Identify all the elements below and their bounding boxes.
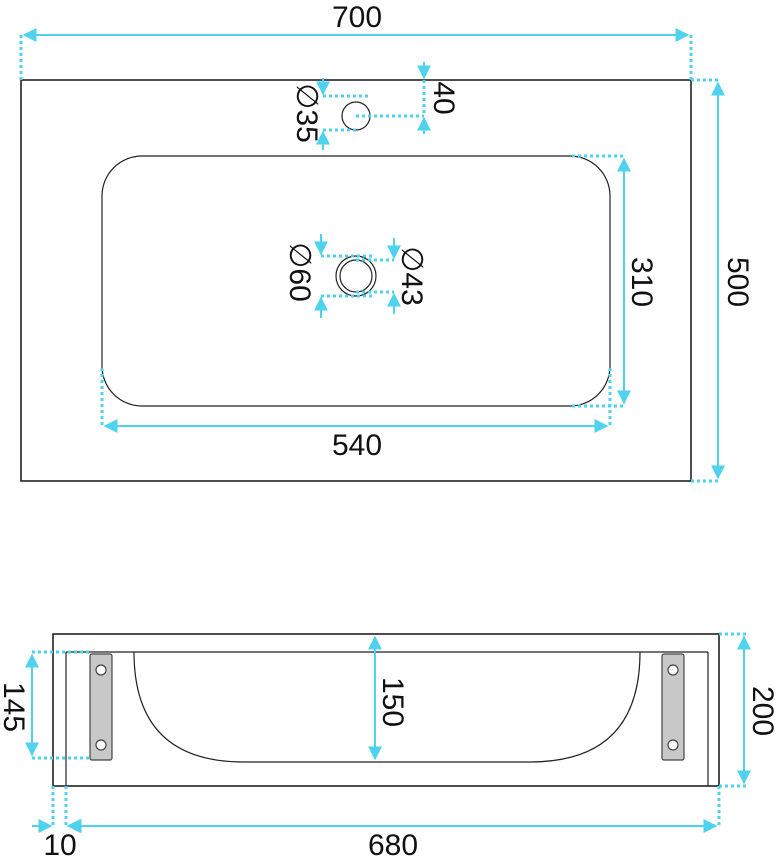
dimension-bowl-depth: 310 bbox=[572, 154, 658, 408]
dimension-overall-depth: 500 bbox=[691, 78, 754, 483]
dimension-bowl-height: 150 bbox=[368, 635, 409, 761]
label-overall-height: 200 bbox=[746, 686, 779, 736]
countertop-outline bbox=[20, 79, 692, 482]
front-outline bbox=[52, 633, 720, 787]
label-inner-width: 680 bbox=[368, 829, 418, 861]
label-drain-outer: ∅60 bbox=[283, 242, 316, 302]
dimension-overall-width: 700 bbox=[19, 1, 693, 80]
top-view: 700 500 540 310 ∅35 bbox=[19, 1, 754, 483]
label-tap-hole-offset: 40 bbox=[427, 81, 460, 114]
left-bracket-hole-bottom bbox=[95, 739, 107, 751]
label-bracket-height: 145 bbox=[0, 682, 30, 732]
label-bowl-height: 150 bbox=[376, 677, 409, 727]
label-side-offset: 10 bbox=[43, 829, 76, 861]
front-bowl-profile bbox=[133, 651, 641, 763]
bowl-outline bbox=[101, 155, 611, 407]
dimension-overall-height: 200 bbox=[719, 632, 779, 788]
left-bracket bbox=[89, 653, 113, 761]
label-drain-inner: ∅43 bbox=[395, 246, 428, 306]
right-bracket-hole-bottom bbox=[667, 739, 679, 751]
label-bowl-width: 540 bbox=[332, 429, 382, 462]
drain-outer-ring bbox=[335, 255, 377, 297]
dimension-tap-hole-diameter: ∅35 bbox=[290, 78, 370, 150]
left-bracket-hole-top bbox=[95, 664, 107, 676]
dimension-drain-inner: ∅43 bbox=[356, 238, 428, 314]
label-tap-hole-diameter: ∅35 bbox=[290, 83, 323, 143]
dimension-bracket-height: 145 bbox=[0, 650, 90, 760]
right-bracket-hole-top bbox=[667, 664, 679, 676]
label-overall-depth: 500 bbox=[721, 257, 754, 307]
label-overall-width: 700 bbox=[332, 1, 382, 34]
dimension-tap-hole-offset: 40 bbox=[356, 62, 460, 134]
drain-inner-ring bbox=[339, 259, 373, 293]
dimension-inner-width: 680 bbox=[67, 786, 721, 861]
label-bowl-depth: 310 bbox=[625, 257, 658, 307]
dimension-bowl-width: 540 bbox=[100, 368, 612, 462]
right-bracket bbox=[661, 653, 685, 761]
dimension-drain-outer: ∅60 bbox=[283, 234, 372, 318]
dimension-side-offset: 10 bbox=[32, 786, 86, 861]
front-view: 200 150 145 10 680 bbox=[0, 632, 779, 861]
